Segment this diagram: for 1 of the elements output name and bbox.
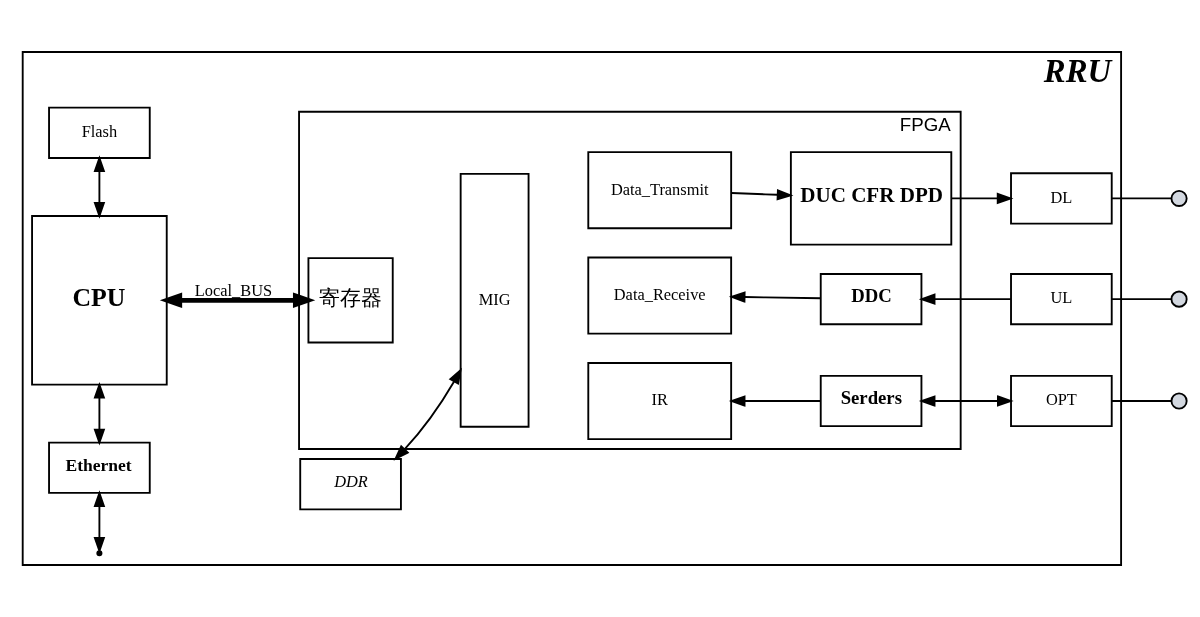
edge-label: Local_BUS	[194, 280, 273, 300]
